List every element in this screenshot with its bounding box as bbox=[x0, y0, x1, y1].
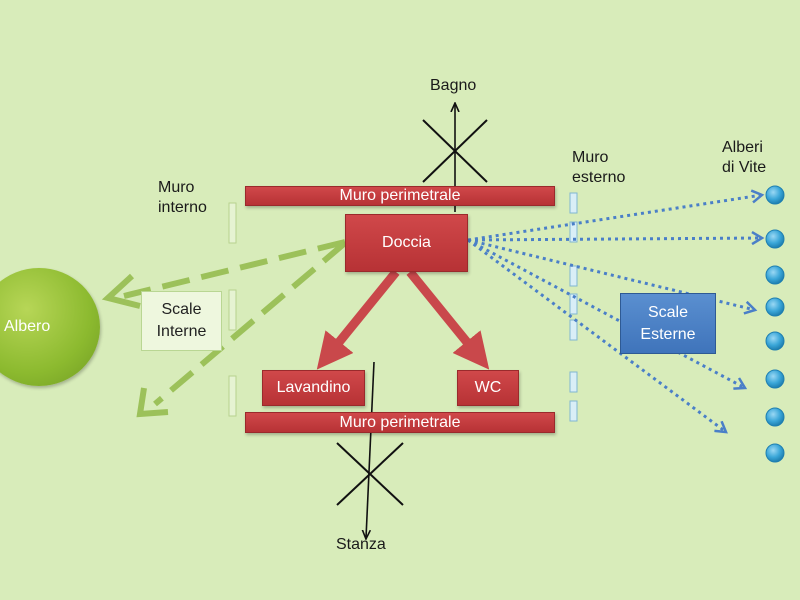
lavandino-box: Lavandino bbox=[262, 370, 365, 406]
muro-esterno-slot bbox=[569, 192, 578, 214]
vine-arrow bbox=[467, 238, 726, 432]
albero-node: Albero bbox=[0, 268, 100, 386]
vine-dot bbox=[765, 265, 785, 285]
doccia-to-wc-arrow bbox=[406, 269, 490, 370]
doccia-to-lavandino-arrow bbox=[316, 269, 400, 370]
alberi-di-vite-label: Alberi di Vite bbox=[722, 139, 767, 176]
muro-perimetrale-bottom: Muro perimetrale bbox=[245, 412, 555, 433]
muro-esterno-slot bbox=[569, 293, 578, 315]
bagno-cross-b bbox=[422, 119, 488, 183]
muro-interno-label: Muro interno bbox=[158, 179, 207, 216]
doccia-box: Doccia bbox=[345, 214, 468, 272]
scale-esterne-box: Scale Esterne bbox=[620, 293, 716, 354]
muro-esterno-slot bbox=[569, 319, 578, 341]
scale-interne-box: Scale Interne bbox=[141, 291, 222, 351]
vine-arrow bbox=[467, 238, 762, 240]
vine-dot bbox=[765, 331, 785, 351]
vine-dot bbox=[765, 229, 785, 249]
stanza-arrow bbox=[366, 361, 375, 538]
muro-interno-slot bbox=[228, 202, 237, 244]
bagno-label: Bagno bbox=[430, 77, 477, 94]
vine-dot bbox=[765, 369, 785, 389]
muro-interno-slot bbox=[228, 375, 237, 417]
muro-esterno-slot bbox=[569, 265, 578, 287]
muro-esterno-slot bbox=[569, 400, 578, 422]
muro-esterno-slot bbox=[569, 371, 578, 393]
vine-dot bbox=[765, 443, 785, 463]
vine-dot bbox=[765, 297, 785, 317]
stanza-cross-b bbox=[336, 442, 404, 506]
muro-esterno-slot bbox=[569, 221, 578, 243]
vine-dot bbox=[765, 407, 785, 427]
doccia-to-left-arrow bbox=[153, 240, 347, 407]
stanza-label: Stanza bbox=[336, 536, 386, 553]
vine-dot bbox=[765, 185, 785, 205]
vine-dots bbox=[765, 185, 785, 463]
muro-esterno-label: Muro esterno bbox=[572, 149, 626, 186]
vine-arrow bbox=[467, 195, 762, 242]
doccia-to-albero-arrowhead bbox=[101, 273, 141, 309]
muro-interno-slot bbox=[228, 289, 237, 331]
muro-perimetrale-top: Muro perimetrale bbox=[245, 186, 555, 206]
vine-arrow bbox=[467, 238, 745, 388]
wc-box: WC bbox=[457, 370, 519, 406]
doccia-to-left-arrowhead bbox=[136, 387, 169, 418]
